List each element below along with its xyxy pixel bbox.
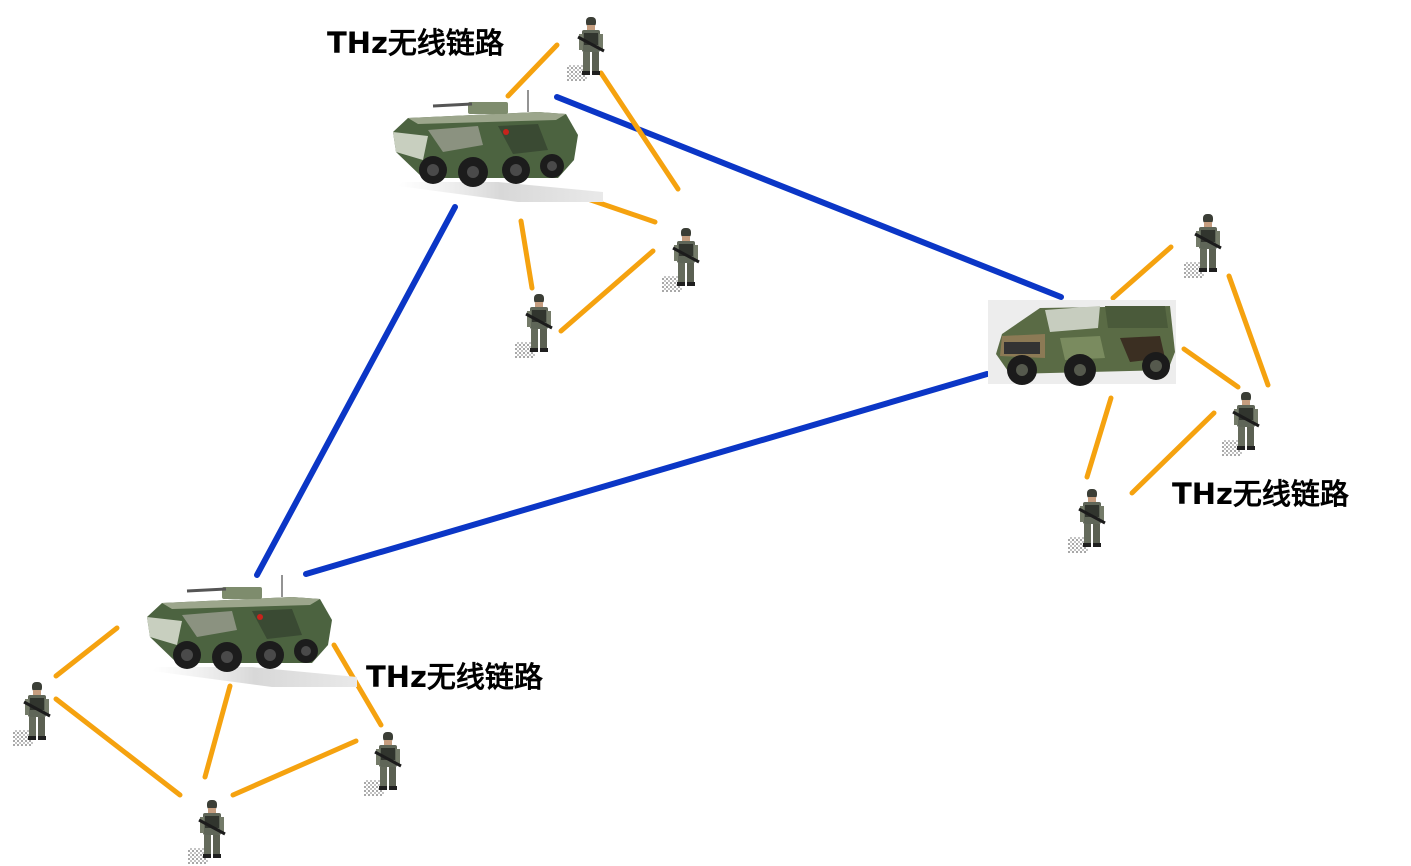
- soldier-icon: [660, 226, 701, 294]
- thz-link-label-right: THz无线链路: [1172, 477, 1349, 511]
- soldier-icon: [1066, 487, 1107, 555]
- armored-personnel-carrier-icon: [145, 573, 359, 689]
- local-links: [53, 42, 1271, 798]
- soldier-icon: [11, 680, 52, 748]
- backbone-link-top-bottom: [254, 204, 458, 578]
- local-link: [331, 642, 384, 728]
- soldiers: [11, 15, 1261, 866]
- soldier-icon: [1220, 390, 1261, 458]
- military-jeep-icon: [988, 300, 1176, 386]
- soldier-icon: [362, 730, 403, 798]
- local-link: [202, 683, 233, 780]
- local-link: [1181, 346, 1241, 390]
- local-link: [558, 248, 656, 334]
- local-link: [598, 70, 681, 192]
- local-link: [518, 218, 535, 291]
- local-link: [1110, 244, 1174, 301]
- soldier-icon: [186, 798, 227, 866]
- backbone-link-bottom-right: [303, 371, 990, 577]
- soldier-icon: [513, 292, 554, 360]
- soldier-icon: [565, 15, 606, 83]
- local-link: [1084, 395, 1114, 480]
- local-link: [505, 42, 560, 99]
- local-link: [53, 625, 120, 679]
- local-link: [53, 696, 183, 798]
- local-link: [1129, 410, 1217, 496]
- armored-personnel-carrier-icon: [391, 88, 605, 204]
- thz-link-label-top: THz无线链路: [327, 26, 504, 60]
- thz-link-label-bottom: THz无线链路: [366, 660, 543, 694]
- soldier-icon: [1182, 212, 1223, 280]
- local-link: [230, 738, 359, 798]
- local-link: [1226, 273, 1271, 388]
- backbone-links: [254, 94, 1064, 578]
